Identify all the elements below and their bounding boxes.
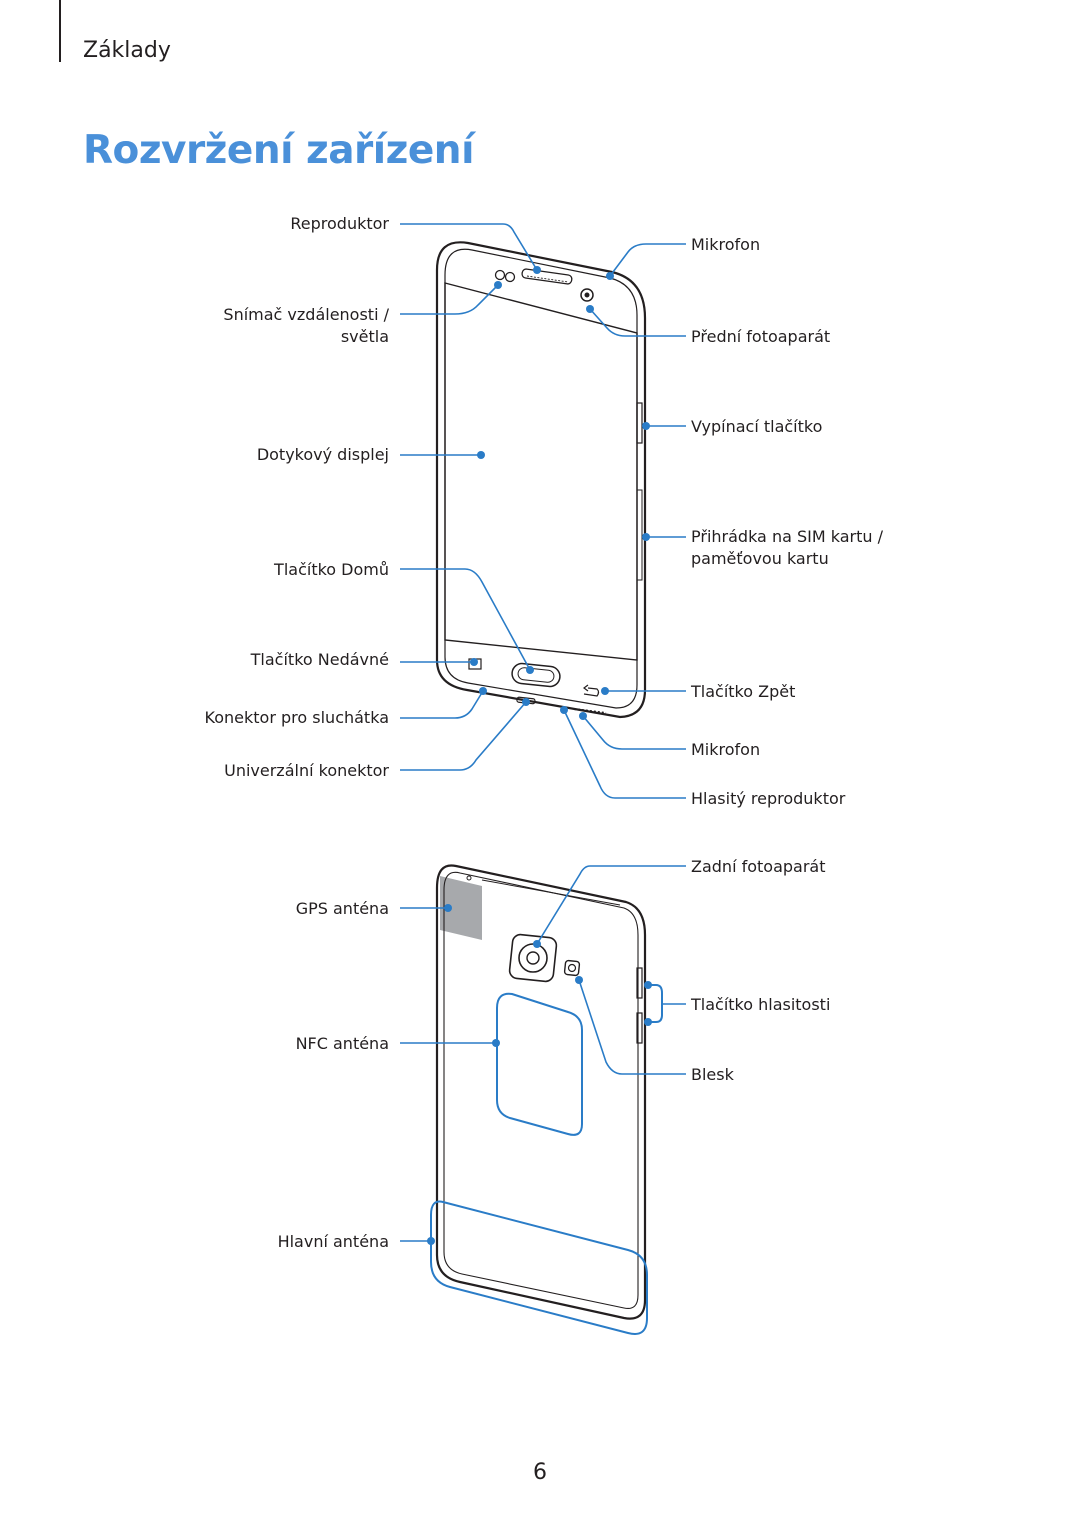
rear-antenna-outlines [430, 984, 663, 1335]
label-speaker: Reproduktor [290, 214, 389, 233]
label-proximity-line2: světla [341, 327, 389, 346]
label-flash: Blesk [691, 1065, 735, 1084]
page-number: 6 [533, 1460, 547, 1485]
label-nfc-antenna: NFC anténa [296, 1034, 389, 1053]
phone-front [435, 241, 647, 719]
front-labels-right: Mikrofon Přední fotoaparát Vypínací tlač… [690, 235, 884, 808]
label-mic-bottom: Mikrofon [691, 740, 760, 759]
rear-labels-left: GPS anténa NFC anténa Hlavní anténa [278, 899, 389, 1251]
front-leader-lines [400, 223, 686, 799]
label-recent-key: Tlačítko Nedávné [250, 650, 389, 669]
label-main-antenna: Hlavní anténa [278, 1232, 389, 1251]
section-rule [59, 0, 61, 62]
rear-leader-dots [427, 904, 652, 1245]
phone-rear [435, 864, 647, 1320]
rear-leader-lines [400, 865, 686, 1242]
label-front-camera: Přední fotoaparát [691, 327, 830, 346]
label-sim-tray-line1: Přihrádka na SIM kartu / [691, 527, 884, 546]
label-sim-tray-line2: paměťovou kartu [691, 549, 829, 568]
label-multipurpose-jack: Univerzální konektor [224, 761, 389, 780]
section-label: Základy [83, 38, 171, 63]
front-labels-left: Reproduktor Snímač vzdálenosti / světla … [205, 214, 390, 780]
label-gps-antenna: GPS anténa [296, 899, 389, 918]
label-volume-key: Tlačítko hlasitosti [690, 995, 830, 1014]
label-headset-jack: Konektor pro sluchátka [205, 708, 389, 727]
label-home-key: Tlačítko Domů [273, 560, 389, 579]
page-title: Rozvržení zařízení [83, 128, 474, 173]
label-rear-camera: Zadní fotoaparát [691, 857, 826, 876]
label-mic-top: Mikrofon [691, 235, 760, 254]
front-leader-dots [470, 266, 650, 720]
label-loudspeaker: Hlasitý reproduktor [691, 789, 846, 808]
label-power-key: Vypínací tlačítko [691, 417, 822, 436]
label-proximity-line1: Snímač vzdálenosti / [223, 305, 389, 324]
label-touchscreen: Dotykový displej [257, 445, 389, 464]
label-back-key: Tlačítko Zpět [690, 682, 795, 701]
rear-labels-right: Zadní fotoaparát Tlačítko hlasitosti Ble… [690, 857, 830, 1084]
